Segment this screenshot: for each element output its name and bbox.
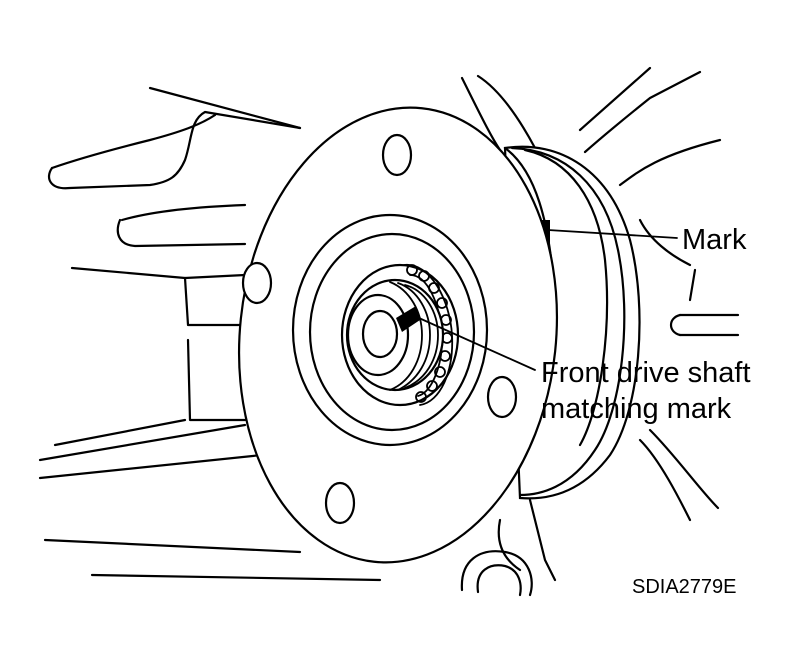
- front-drive-shaft-label-line1: Front drive shaft: [541, 357, 751, 389]
- bolt-hole: [324, 481, 356, 525]
- shaft-mark-block: [396, 306, 420, 332]
- shaft-mark-leader-line: [409, 313, 536, 371]
- bolt-hole: [486, 375, 518, 419]
- bolt-hole: [241, 261, 273, 305]
- front-drive-shaft-label-line2: matching mark: [541, 393, 732, 425]
- drive-shaft-end: [345, 278, 445, 392]
- mark-leader-line: [547, 229, 678, 239]
- figure-code: SDIA2779E: [632, 576, 737, 598]
- bolt-hole: [381, 133, 413, 177]
- mark-label: Mark: [682, 224, 747, 256]
